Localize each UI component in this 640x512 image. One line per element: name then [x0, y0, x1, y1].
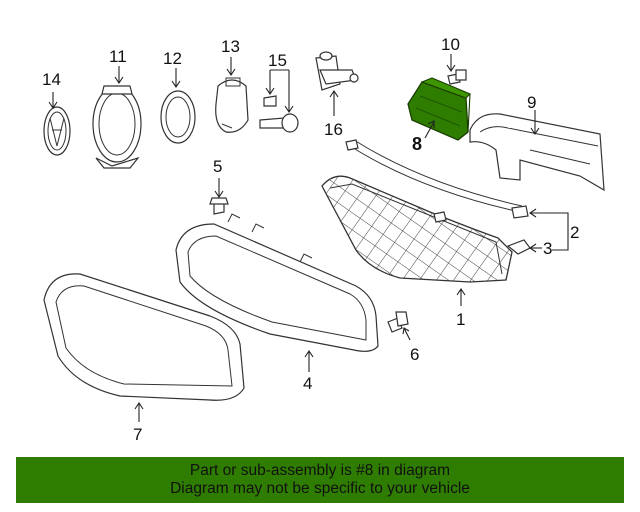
callout-7: 7	[133, 425, 142, 444]
part-9-support	[469, 110, 605, 192]
callout-16: 16	[324, 120, 343, 139]
part-5-clip	[209, 178, 229, 215]
callout-11: 11	[109, 47, 127, 66]
callout-6: 6	[410, 345, 419, 364]
part-7-outer-frame	[43, 273, 245, 422]
callout-2: 2	[570, 223, 579, 242]
part-12-ring	[160, 68, 196, 144]
part-6-bolt	[387, 311, 411, 341]
part-3-clip	[506, 239, 542, 255]
part-14-emblem	[43, 92, 71, 156]
part-1-grille	[321, 175, 513, 306]
part-11-ring	[92, 66, 142, 169]
part-4-frame	[175, 213, 379, 372]
banner-line-part: Part or sub-assembly is #8 in diagram	[189, 462, 451, 479]
part-16-sensor	[315, 51, 359, 116]
callout-14: 14	[42, 70, 61, 89]
part-8-bracket-highlighted	[407, 77, 471, 141]
part-10-bolt	[446, 54, 467, 85]
callout-5: 5	[213, 157, 222, 176]
callout-13: 13	[221, 37, 240, 56]
callout-4: 4	[303, 374, 312, 393]
callout-10: 10	[441, 35, 460, 54]
part-2-strip	[345, 139, 569, 251]
part-15-fasteners	[259, 69, 299, 133]
parts-diagram: 14 11 12 13 15 16 10 8 9 5 2 3 1 6 4 7	[42, 35, 605, 444]
callout-8: 8	[412, 134, 422, 154]
part-13-housing	[215, 57, 249, 133]
callout-1: 1	[456, 310, 465, 329]
info-banner: Part or sub-assembly is #8 in diagram Di…	[16, 457, 624, 503]
callout-9: 9	[527, 93, 536, 112]
callout-15: 15	[268, 51, 287, 70]
callout-3: 3	[543, 239, 552, 258]
banner-line-disclaimer: Diagram may not be specific to your vehi…	[170, 480, 470, 497]
callout-12: 12	[163, 49, 182, 68]
